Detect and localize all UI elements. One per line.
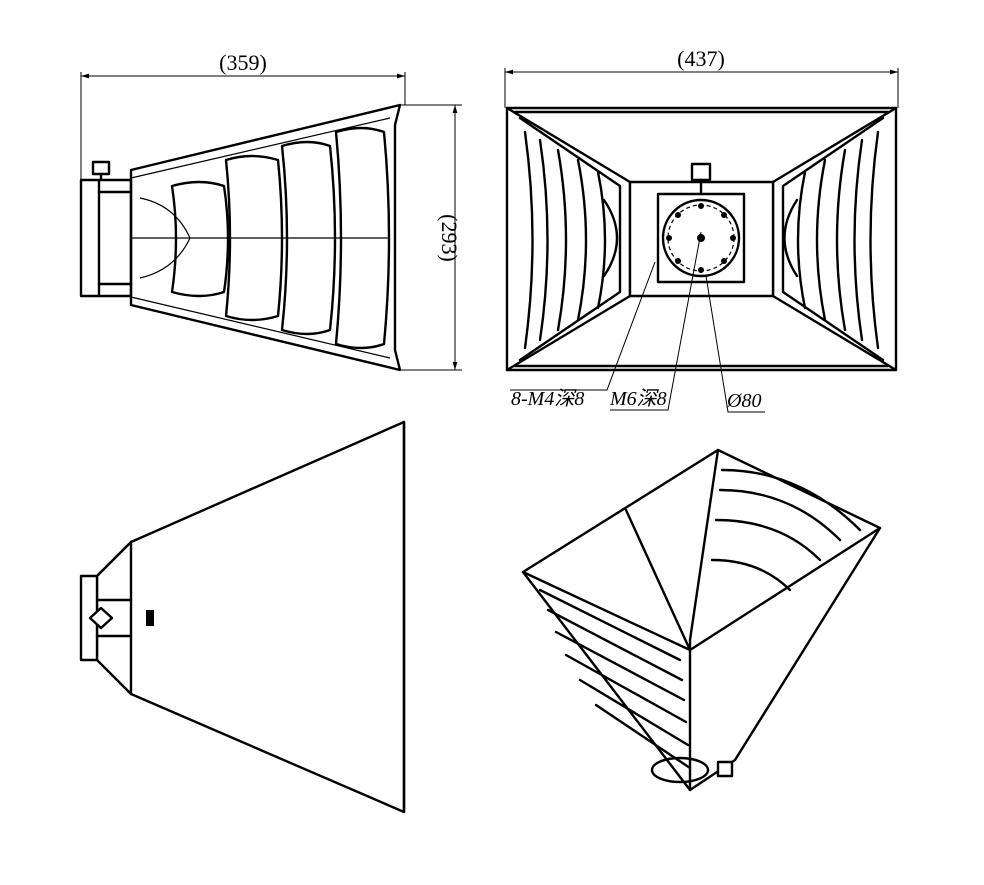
left-ribs (523, 130, 607, 350)
bottom-view (79, 420, 406, 814)
m4-holes (666, 203, 736, 273)
isometric-view (521, 448, 882, 792)
dimension-359-label: (359) (219, 50, 267, 75)
horn-ribs (131, 126, 391, 350)
right-ribs (796, 130, 880, 350)
connector-flange (79, 178, 101, 298)
horn-plate-outline (129, 420, 406, 814)
dimension-293-label: (293) (437, 214, 462, 262)
feed-pin (146, 610, 154, 626)
iso-connector-nut (716, 760, 734, 778)
dimension-437-label: (437) (677, 46, 725, 71)
iso-outline (521, 448, 882, 792)
feed-diamond (88, 606, 114, 630)
front-view: (437) (504, 46, 899, 413)
iso-connector-base (650, 756, 710, 784)
side-view: (359) (293) (79, 50, 462, 372)
iso-ribs (538, 468, 862, 770)
flange-circle (661, 198, 741, 278)
callout-m4: 8-M4深8 (511, 388, 584, 410)
horn-outline (129, 103, 402, 372)
leader-m6 (610, 231, 702, 411)
connector-nut (91, 160, 111, 176)
callout-diameter: Ø80 (726, 390, 761, 412)
top-connector (690, 162, 712, 182)
leader-dia (705, 275, 765, 413)
callout-m6: M6深8 (609, 388, 667, 410)
leader-m4 (510, 261, 656, 391)
